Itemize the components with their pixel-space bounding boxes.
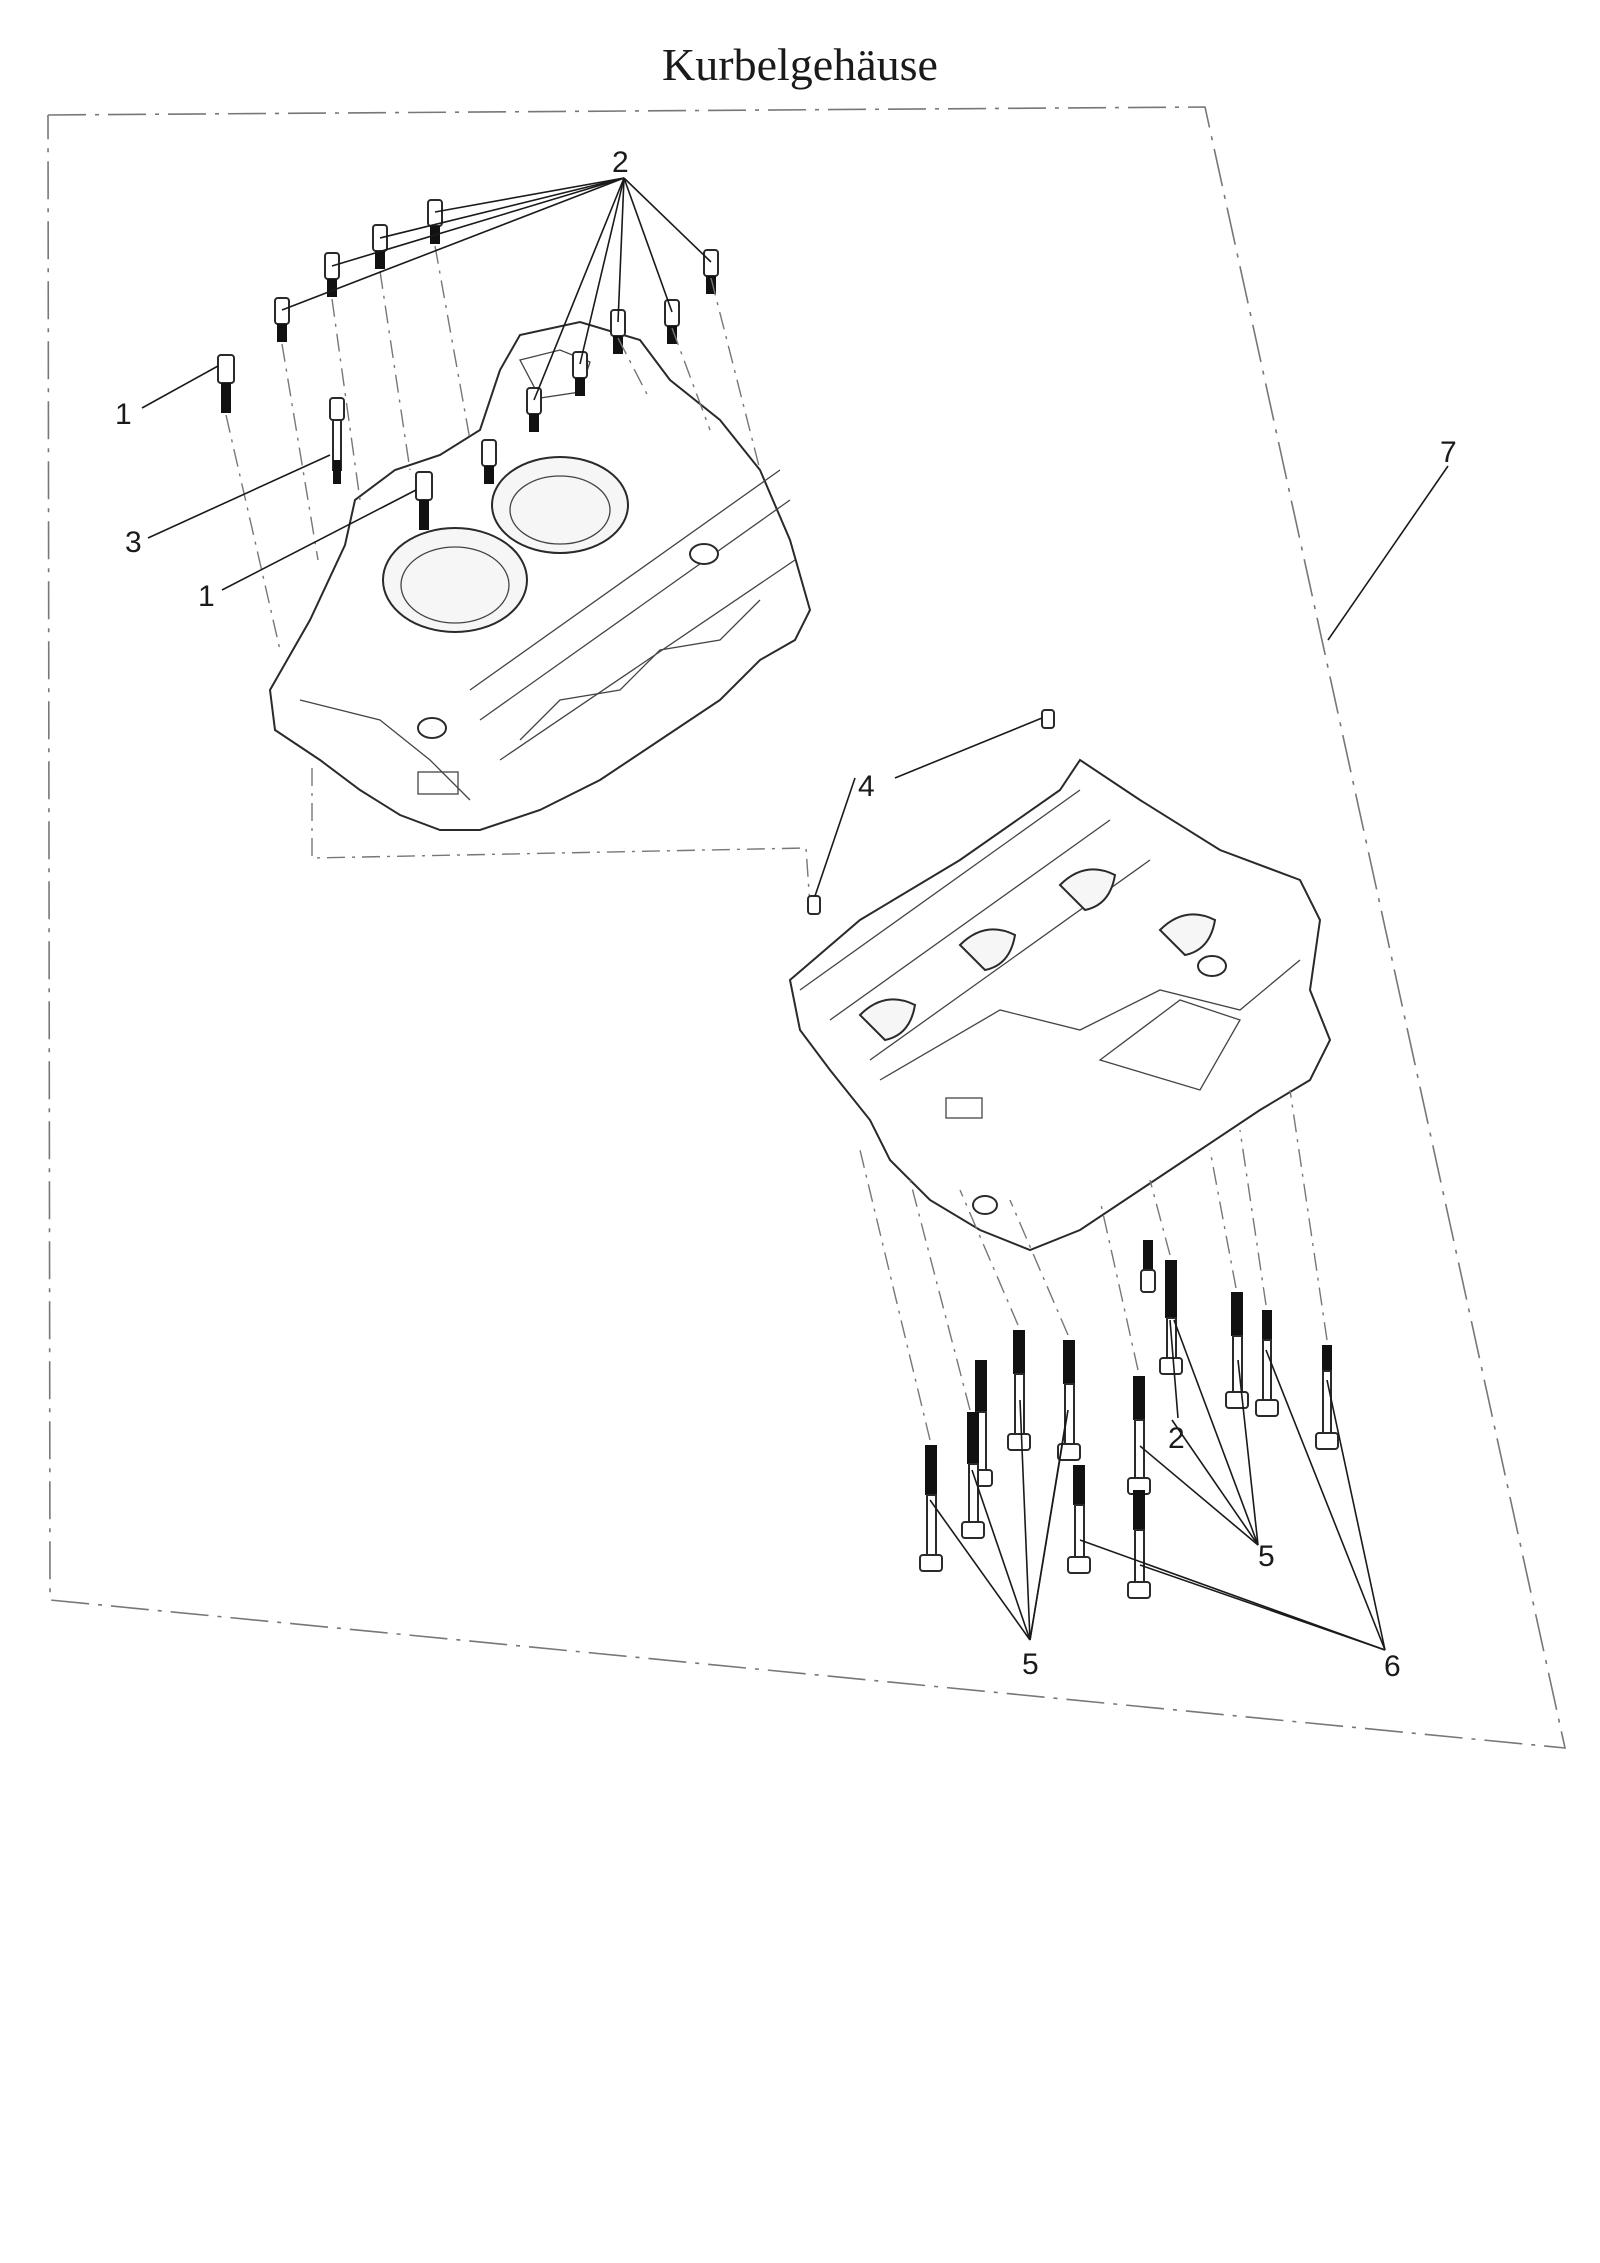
lower-bolt-guides bbox=[859, 1089, 1328, 1441]
bolt-2b bbox=[372, 224, 388, 269]
callout-4: 4 bbox=[858, 770, 875, 803]
bolt-1b bbox=[415, 471, 433, 530]
bolt-2e bbox=[703, 249, 719, 294]
bolt-2i bbox=[526, 387, 542, 432]
lower-bolts[interactable] bbox=[919, 1240, 1339, 1599]
callout-2-bottom: 2 bbox=[1168, 1422, 1185, 1455]
bolt-2h bbox=[572, 351, 588, 396]
callout-5-low: 5 bbox=[1022, 1648, 1039, 1681]
assembly-frame bbox=[47, 106, 1567, 1749]
callout-3: 3 bbox=[125, 526, 142, 559]
callout-7: 7 bbox=[1440, 436, 1457, 469]
upper-bolt-guides bbox=[225, 245, 761, 651]
bolt-2j bbox=[481, 439, 497, 484]
leader-lines bbox=[141, 177, 1449, 1651]
upper-crankcase[interactable] bbox=[268, 320, 812, 831]
bolt-1a bbox=[217, 354, 235, 413]
bolt-2a bbox=[427, 199, 443, 244]
callout-5-mid: 5 bbox=[1258, 1540, 1275, 1573]
callout-6: 6 bbox=[1384, 1650, 1401, 1683]
bolt-2g bbox=[664, 299, 680, 344]
diagram-title: Kurbelgehäuse bbox=[662, 39, 938, 90]
upper-half-boundary bbox=[311, 768, 811, 907]
lower-crankcase[interactable] bbox=[788, 758, 1332, 1252]
callout-1-a: 1 bbox=[115, 398, 132, 431]
bolt-2d bbox=[274, 297, 290, 342]
dowel-pins[interactable] bbox=[807, 709, 1055, 915]
bolt-3 bbox=[329, 397, 345, 484]
callout-1-b: 1 bbox=[198, 580, 215, 613]
callout-2-top: 2 bbox=[612, 146, 629, 179]
upper-bolts[interactable] bbox=[217, 199, 719, 530]
